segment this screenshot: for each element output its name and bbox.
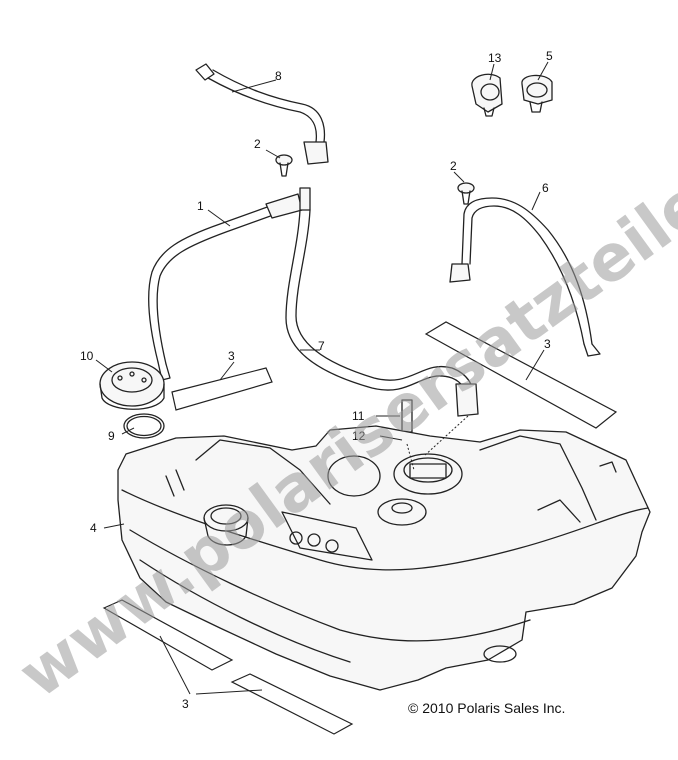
callout-11: 11: [352, 409, 365, 423]
copyright-notice: © 2010 Polaris Sales Inc.: [408, 700, 566, 716]
tank-pad-part-3-center: [171, 367, 273, 411]
callout-3-bottom: 3: [182, 697, 189, 711]
tank-strap-part-1: [148, 193, 303, 381]
callout-5: 5: [546, 49, 553, 63]
tank-pad-part-3-right: [424, 321, 618, 429]
callout-3-right: 3: [544, 337, 551, 351]
hose-clip-part-5: [521, 74, 553, 113]
callout-4: 4: [90, 521, 97, 535]
leader-lines: [95, 61, 549, 695]
callout-1: 1: [197, 199, 204, 213]
callout-7: 7: [318, 339, 325, 353]
o-ring-part-9: [123, 413, 165, 439]
fuel-cap-part-10: [99, 361, 165, 410]
callout-3-center: 3: [228, 349, 235, 363]
vent-hose-part-8: [195, 63, 329, 165]
callout-12: 12: [352, 429, 366, 443]
push-rivet-part-2-right: [457, 182, 475, 205]
callout-8: 8: [275, 69, 282, 83]
callout-10: 10: [80, 349, 94, 363]
fuel-tank-part-4: [117, 425, 651, 691]
tank-pad-part-3-lower-right: [230, 673, 354, 735]
callout-labels: 8 2 1 10 9 3 7 4 13 5 2 6 3 11 12 3: [80, 49, 553, 711]
tank-strap-part-6: [449, 197, 601, 357]
callout-6: 6: [542, 181, 549, 195]
push-rivet-part-2-left: [275, 154, 293, 177]
hose-clip-part-13: [471, 73, 503, 117]
tank-pad-part-3-lower-left: [102, 599, 234, 671]
callout-13: 13: [488, 51, 502, 65]
fuel-line-part-7: [285, 187, 479, 417]
callout-9: 9: [108, 429, 115, 443]
callout-2-left: 2: [254, 137, 261, 151]
callout-2-right: 2: [450, 159, 457, 173]
